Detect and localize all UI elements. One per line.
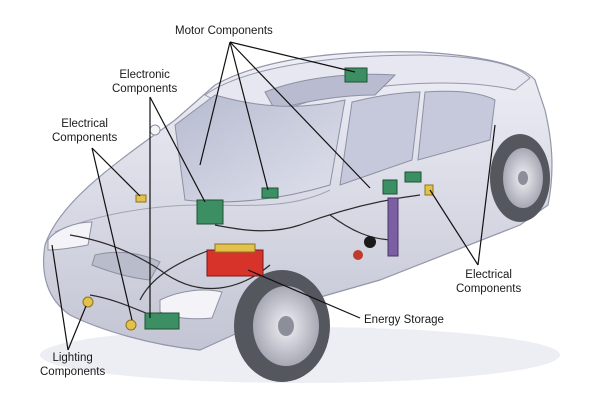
fuse-box [135,194,147,203]
motor-components-line1: Motor Components [175,25,273,37]
rear-side-window [417,90,496,161]
electronic-components-line1: Electronic [119,69,170,81]
electrical-components-left-label: Electrical Components [52,117,117,145]
lock-component [353,250,363,260]
speaker-component [364,236,376,248]
electronic-components-label: Electronic Components [112,68,177,96]
electrical-right-line2: Components [456,283,522,295]
front-side-window [339,91,421,186]
electronic-module [196,199,224,225]
side-sensor [424,184,434,196]
electrical-components-right-label: Electrical Components [456,268,521,296]
motor-components-label: Motor Components [175,24,273,38]
electrical-right-line1: Electrical [465,269,512,281]
windshield [174,94,346,203]
lighting-line2: Components [40,366,106,378]
window-switch [404,171,422,183]
fog-lamp-right [125,319,137,331]
mirror-lamp [149,124,161,136]
door-actuator [387,197,399,257]
battery [206,249,264,277]
electrical-left-line2: Components [52,132,118,144]
dash-module [261,187,279,199]
electronic-components-line2: Components [112,83,178,95]
left-headlight [47,221,93,251]
door-module [382,179,398,195]
battery-top [214,243,256,253]
lighting-components-label: Lighting Components [40,351,105,379]
leader-lines [51,41,496,351]
energy-storage-label: Energy Storage [364,313,444,327]
electrical-left-line1: Electrical [61,118,108,130]
fog-lamp-left [82,296,94,308]
lighting-line1: Lighting [52,352,93,364]
front-wheel [234,270,330,382]
rear-wheel [490,134,550,222]
sunroof [264,73,397,111]
energy-storage-line1: Energy Storage [364,314,444,326]
control-module [144,312,180,330]
